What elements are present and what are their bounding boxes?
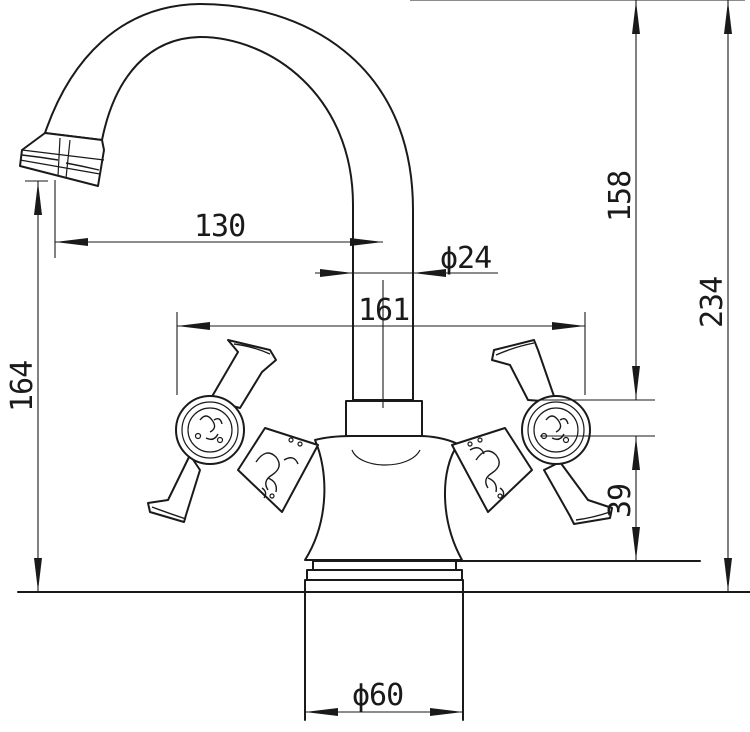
spout-gooseneck	[44, 3, 414, 401]
label-spout-height: 158	[603, 171, 638, 222]
mounting-shank	[304, 591, 464, 721]
left-handle-medallion	[175, 395, 245, 465]
base-ring-mid	[306, 569, 463, 581]
right-handle-arm-top	[491, 339, 557, 403]
base-ring-top	[312, 560, 457, 571]
dimension-labels: 130 ϕ24 161 158 39 234 164 ϕ60	[5, 171, 730, 713]
dimension-lines	[25, 0, 745, 716]
right-handle	[451, 339, 613, 525]
right-handle-medallion	[521, 395, 591, 465]
valve-body	[304, 435, 463, 561]
left-handle-arm-bottom	[147, 454, 201, 523]
label-handle-offset: 39	[603, 484, 638, 518]
spout-aerator	[19, 132, 105, 187]
spout-collar	[345, 400, 423, 437]
label-handle-span: 161	[358, 293, 409, 328]
right-handle-arm-bottom	[543, 461, 613, 525]
label-pipe-diameter: ϕ24	[440, 241, 491, 276]
label-base-diameter: ϕ60	[352, 678, 403, 713]
right-handle-stem	[451, 427, 533, 513]
valve-body-curve	[351, 449, 421, 466]
faucet-outline	[17, 3, 750, 721]
left-handle	[147, 339, 319, 523]
base-ring-low	[304, 579, 464, 593]
label-outlet-height: 164	[5, 361, 40, 412]
left-handle-arm-top	[209, 339, 277, 409]
label-overall-height: 234	[695, 277, 730, 328]
label-spout-reach: 130	[194, 209, 245, 244]
